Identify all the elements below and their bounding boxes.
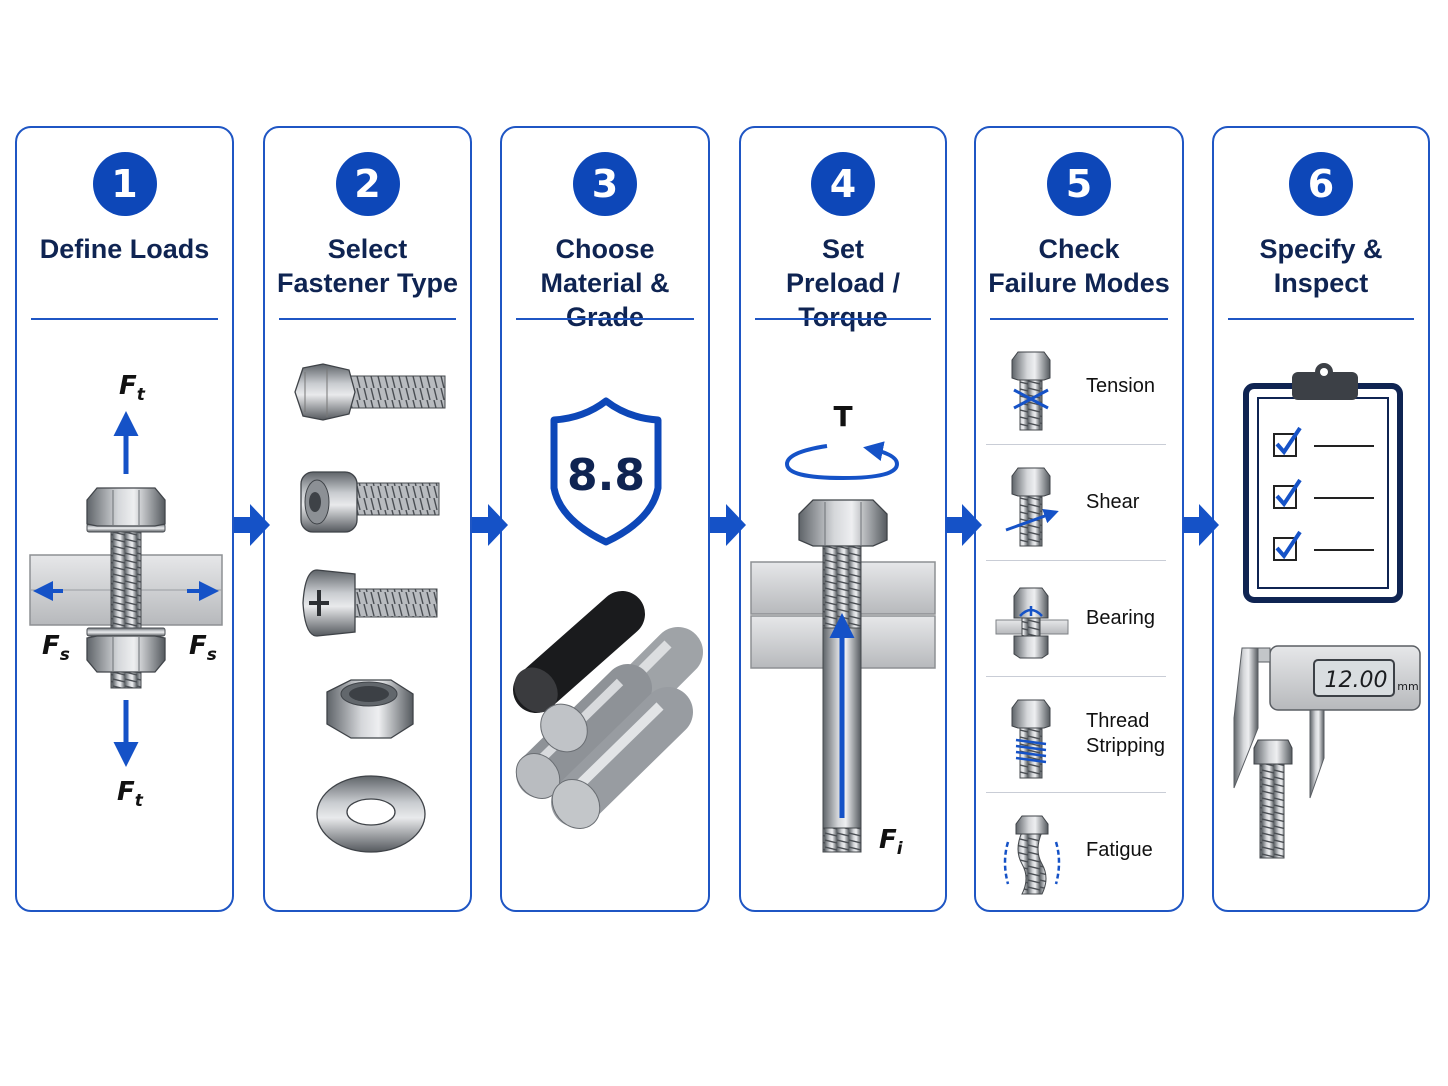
failure-mode-label: Bearing: [1086, 560, 1155, 676]
divider: [516, 318, 694, 320]
step-title: Specify & Inspect: [1214, 232, 1428, 300]
step-number-badge: 5: [1047, 152, 1111, 216]
grade-value: 8.8: [567, 450, 645, 501]
step-number-badge: 6: [1289, 152, 1353, 216]
digital-caliper-icon: 12.00 mm: [1234, 646, 1420, 858]
tension-failure-icon: [992, 338, 1072, 434]
step-number-badge: 4: [811, 152, 875, 216]
step-title: Check Failure Modes: [976, 232, 1182, 300]
step-panel-4: 4 Set Preload / Torque T Fi: [739, 126, 947, 912]
washer: [87, 628, 165, 636]
hex-nut: [87, 636, 165, 672]
failure-mode-label: Fatigue: [1086, 792, 1153, 908]
phillips-pan-head-screw: [303, 570, 437, 636]
flat-washer: [317, 776, 425, 852]
steel-bar-stock: [505, 614, 678, 838]
flow-arrow-icon: [944, 502, 984, 548]
failure-mode-row: Shear: [986, 444, 1166, 561]
failure-mode-label: Tension: [1086, 328, 1155, 444]
divider: [990, 318, 1168, 320]
caliper-unit: mm: [1397, 680, 1418, 693]
step-panel-5: 5 Check Failure Modes Tension Shear Bear…: [974, 126, 1184, 912]
step-number-badge: 3: [573, 152, 637, 216]
flow-arrow-icon: [1181, 502, 1221, 548]
socket-head-cap-screw: [301, 472, 439, 532]
step-panel-6: 6 Specify & Inspect: [1212, 126, 1430, 912]
clipboard-checklist-icon: [1246, 363, 1400, 600]
material-grade-illustration: 8.8: [502, 328, 712, 908]
caliper-reading: 12.00: [1325, 668, 1388, 693]
fatigue-failure-icon: [992, 802, 1072, 898]
shear-label-left: Fs: [42, 631, 70, 665]
flow-arrow-icon: [708, 502, 748, 548]
hex-nut: [87, 488, 165, 526]
hex-bolt: [295, 364, 445, 420]
failure-mode-row: Fatigue: [986, 792, 1166, 908]
step-title: Define Loads: [17, 232, 232, 266]
step-number-badge: 2: [336, 152, 400, 216]
bearing-failure-icon: [992, 570, 1072, 666]
divider: [31, 318, 218, 320]
grade-shield-icon: 8.8: [554, 401, 658, 542]
failure-mode-label: Thread Stripping: [1086, 676, 1165, 792]
flow-arrow-icon: [470, 502, 510, 548]
failure-mode-label: Shear: [1086, 444, 1139, 560]
divider: [755, 318, 931, 320]
failure-mode-row: Tension: [986, 328, 1166, 445]
bolted-joint-load-diagram: Ft Ft Fs Fs: [17, 328, 236, 908]
torque-rotation-arrow: [787, 446, 897, 480]
step-number-badge: 1: [93, 152, 157, 216]
flow-arrow-icon: [232, 502, 272, 548]
fastener-types-illustration: [265, 328, 474, 908]
torque-label: T: [833, 400, 852, 433]
divider: [279, 318, 456, 320]
thread-stripping-icon: [992, 686, 1072, 782]
shear-failure-icon: [992, 454, 1072, 550]
failure-mode-row: Bearing: [986, 560, 1166, 677]
tension-label-bottom: Ft: [117, 777, 144, 811]
preload-force-label: Fi: [879, 825, 904, 859]
tension-label-top: Ft: [119, 371, 146, 405]
divider: [1228, 318, 1414, 320]
step-panel-1: 1 Define Loads Ft Ft Fs Fs: [15, 126, 234, 912]
step-panel-2: 2 Select Fastener Type: [263, 126, 472, 912]
step-panel-3: 3 Choose Material & Grade 8.8: [500, 126, 710, 912]
shear-label-right: Fs: [189, 631, 217, 665]
bolt-head: [799, 500, 887, 546]
hex-nut: [327, 680, 413, 738]
specify-inspect-illustration: 12.00 mm: [1214, 328, 1432, 908]
preload-torque-illustration: T Fi: [741, 328, 949, 908]
step-title: Select Fastener Type: [265, 232, 470, 300]
failure-mode-row: Thread Stripping: [986, 676, 1166, 793]
